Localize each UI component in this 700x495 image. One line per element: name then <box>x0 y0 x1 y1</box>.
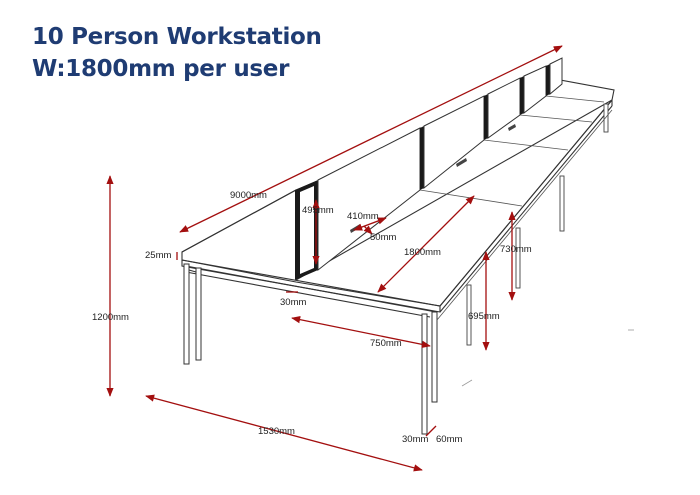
label-desk-height-top: 730mm <box>500 244 532 255</box>
dimension-arrows <box>106 45 634 472</box>
arrow-60-leg <box>425 425 437 437</box>
label-top-thickness: 25mm <box>145 250 171 261</box>
label-leg-width: 30mm <box>402 434 428 445</box>
label-total-length: 9000mm <box>230 190 267 201</box>
arrow-750 <box>291 316 431 348</box>
label-screen-thickness: 50mm <box>370 232 396 243</box>
diagram-title: 10 Person Workstation <box>32 24 322 50</box>
desk-frame <box>183 103 613 435</box>
label-frame-offset: 30mm <box>280 297 306 308</box>
label-screen-gap: 410mm <box>347 211 379 222</box>
label-desk-depth: 750mm <box>370 338 402 349</box>
label-desk-height-under: 695mm <box>468 311 500 322</box>
label-overall-height: 1200mm <box>92 312 129 323</box>
label-leg-depth: 60mm <box>436 434 462 445</box>
label-screen-height: 495mm <box>302 205 334 216</box>
arrow-9000 <box>179 45 563 233</box>
label-total-depth: 1530mm <box>258 426 295 437</box>
arrow-1530 <box>145 394 423 472</box>
dimension-labels: 9000mm 495mm 410mm 50mm 1800mm 730mm 695… <box>92 190 532 445</box>
arrow-50 <box>363 225 373 235</box>
arrow-1800 <box>377 195 475 293</box>
label-user-width: 1800mm <box>404 247 441 258</box>
